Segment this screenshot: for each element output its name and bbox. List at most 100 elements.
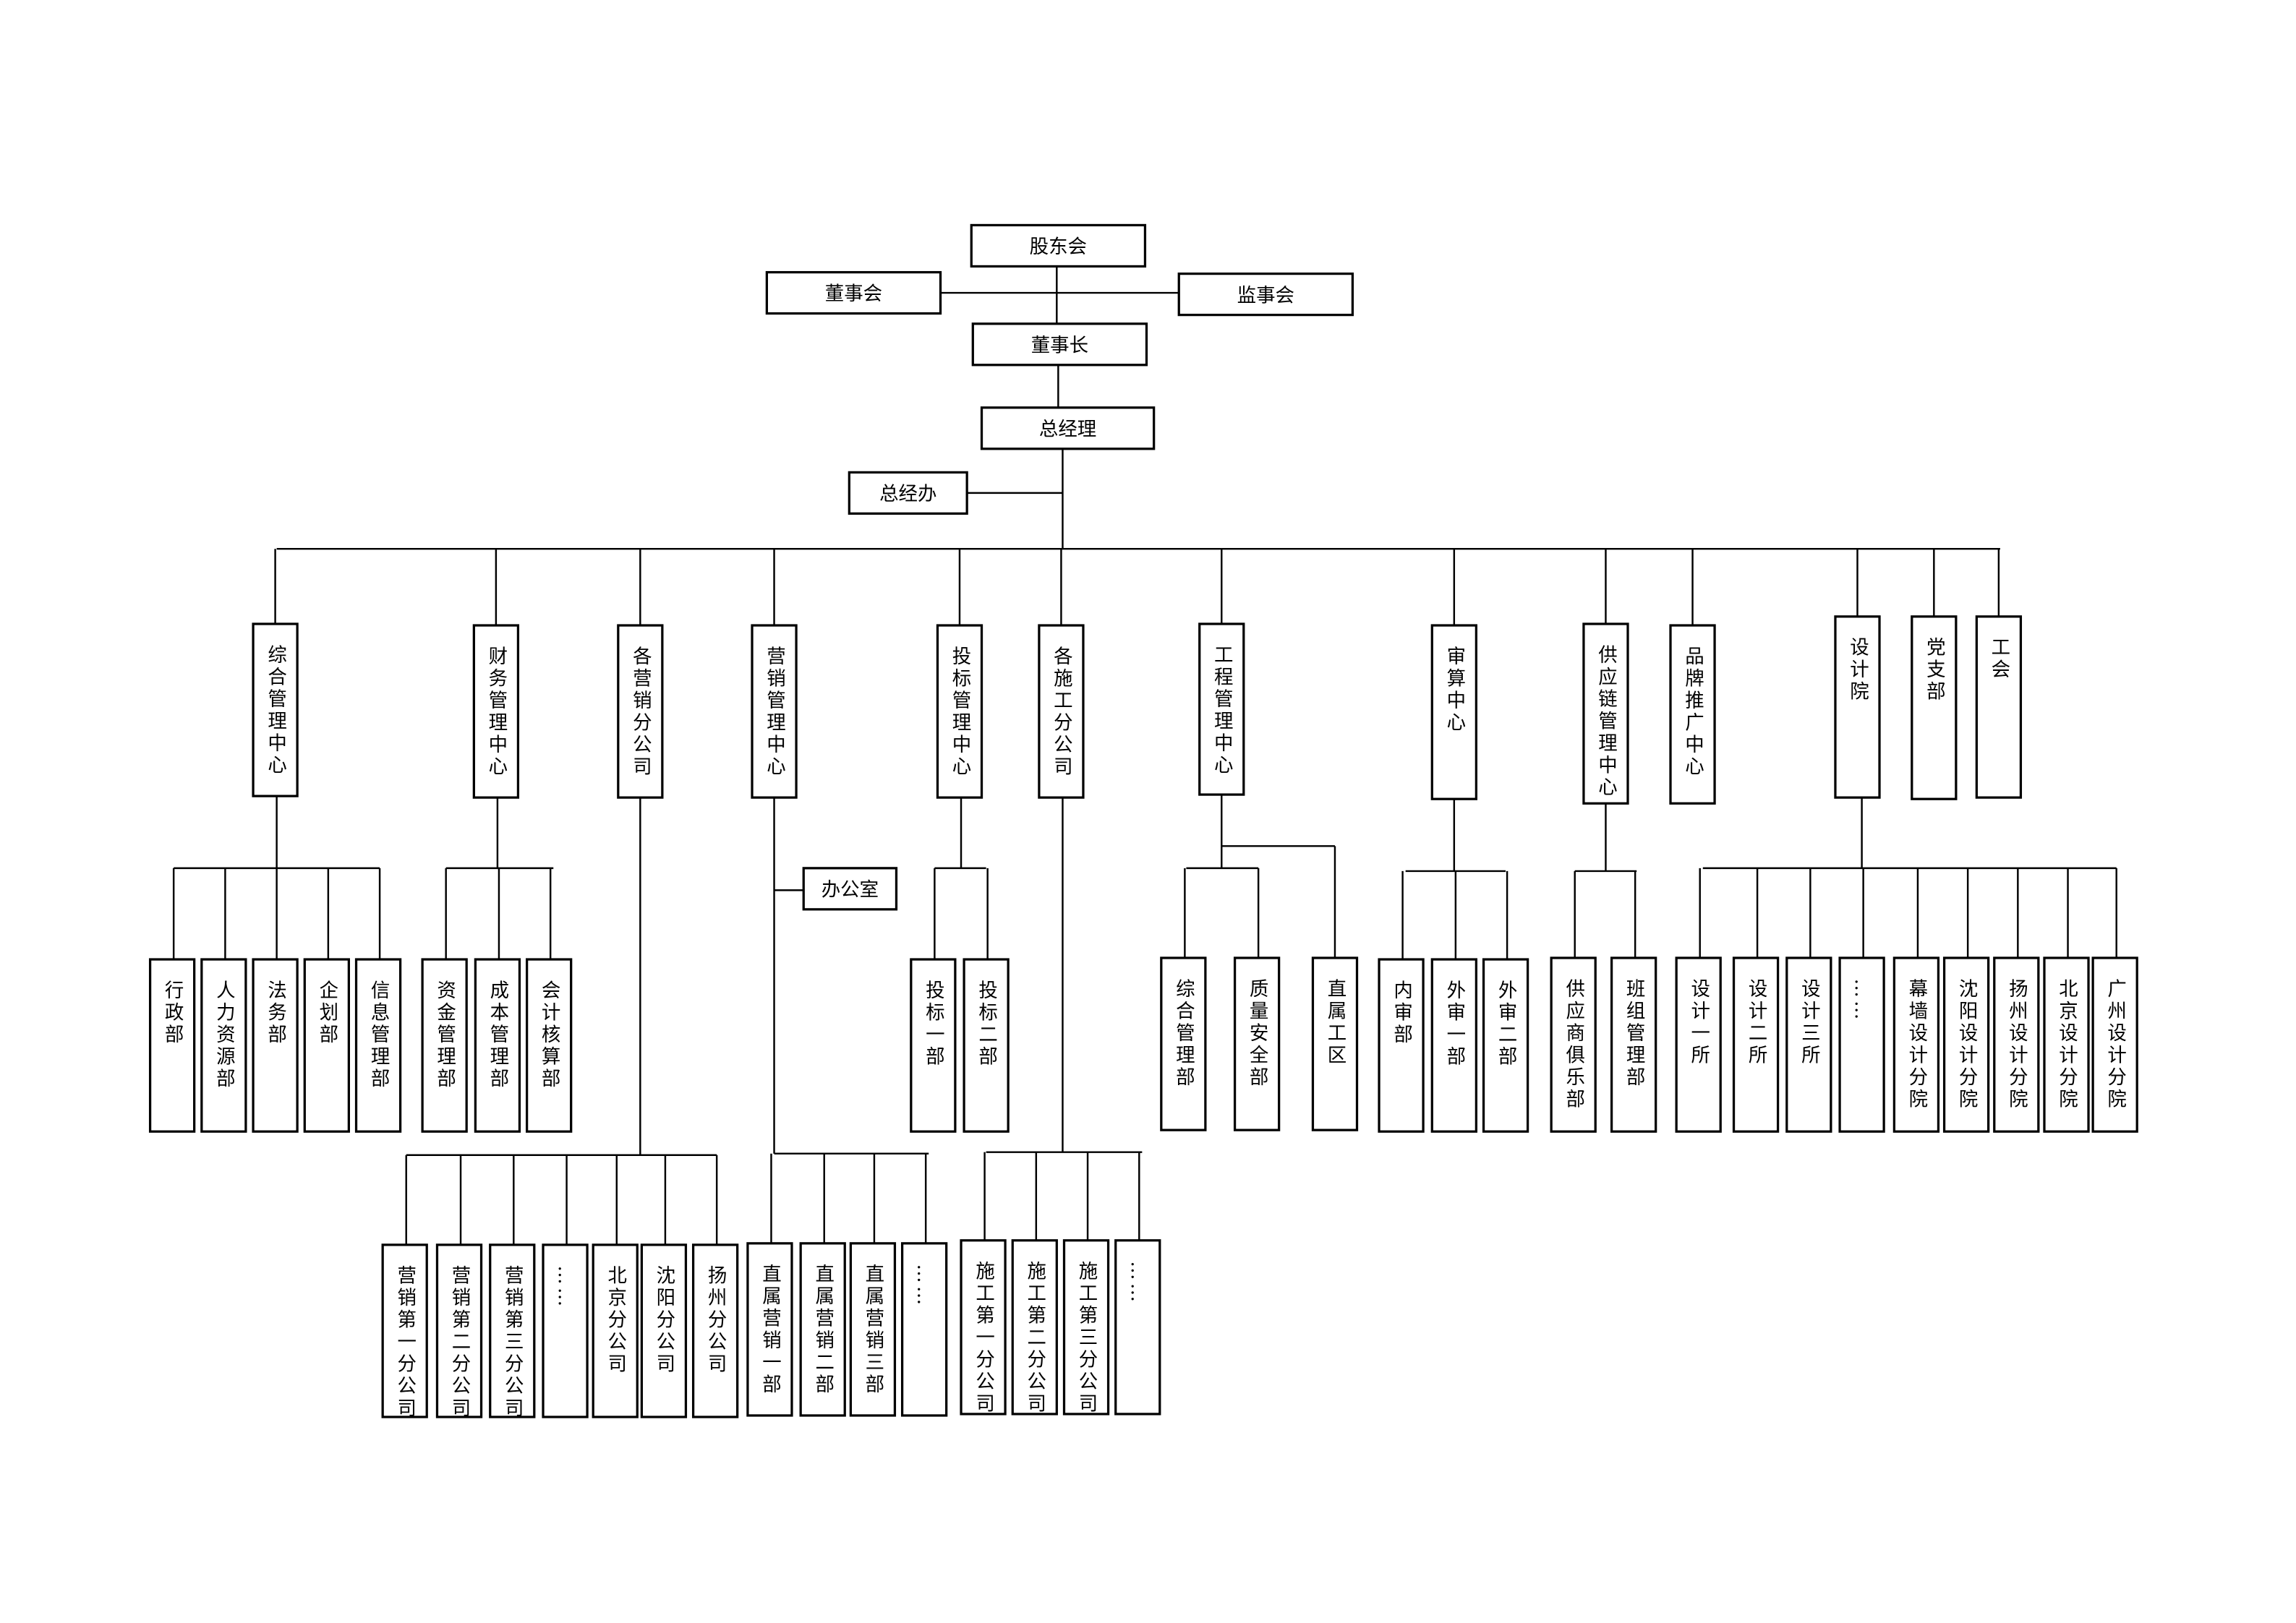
department-6-child-1[interactable]: 质量安全部	[1233, 956, 1281, 1131]
department-1-child-2[interactable]: 会计核算部	[525, 958, 573, 1133]
department-2[interactable]: 各营销分公司	[617, 624, 664, 799]
department-3-child-1-label: 直属营销二部	[811, 1264, 834, 1396]
department-0-child-3-box	[303, 958, 350, 1133]
department-1-child-1[interactable]: 成本管理部	[474, 958, 521, 1133]
department-10-child-3-box	[1838, 956, 1885, 1133]
department-10-child-6[interactable]: 扬州设计分院	[1993, 956, 2040, 1133]
department-1-child-1-box	[474, 958, 521, 1133]
department-2-child-4[interactable]: 北京分公司	[592, 1243, 639, 1418]
department-11-box	[1911, 615, 1958, 800]
department-6-child-0-label: 综合管理部	[1172, 979, 1195, 1089]
department-4-child-1[interactable]: 投标二部	[963, 958, 1010, 1133]
department-1-child-0[interactable]: 资金管理部	[421, 958, 468, 1133]
department-2-child-2-label: 营销第三分公司	[501, 1265, 524, 1420]
department-5-child-0-box	[960, 1239, 1007, 1416]
general-manager[interactable]: 总经理	[980, 406, 1156, 450]
department-7[interactable]: 审算中心	[1430, 624, 1477, 800]
department-3-child-2[interactable]: 直属营销三部	[849, 1242, 897, 1417]
department-2-child-6-box	[691, 1243, 739, 1418]
department-0-child-4[interactable]: 信息管理部	[354, 958, 402, 1133]
department-8[interactable]: 供应链管理中心	[1582, 622, 1629, 805]
department-1-child-2-label: 会计核算部	[538, 980, 560, 1091]
department-2-child-2-box	[489, 1243, 536, 1418]
department-12[interactable]: 工会	[1975, 615, 2023, 799]
department-2-child-2[interactable]: 营销第三分公司	[489, 1243, 536, 1420]
department-6[interactable]: 工程管理中心	[1198, 622, 1245, 796]
shareholders-meeting-label: 股东会	[1030, 236, 1087, 258]
board-of-directors[interactable]: 董事会	[765, 270, 942, 315]
marketing-office-box	[802, 867, 898, 911]
gm-office-label: 总经办	[879, 483, 936, 505]
department-6-child-2[interactable]: 直属工区	[1311, 956, 1359, 1131]
department-4-child-1-label: 投标二部	[975, 980, 997, 1069]
department-10-child-7[interactable]: 北京设计分院	[2043, 956, 2090, 1133]
department-10-child-5-box	[1942, 956, 1990, 1133]
department-0-child-2[interactable]: 法务部	[252, 958, 299, 1133]
department-2-child-5[interactable]: 沈阳分公司	[640, 1243, 688, 1418]
board-of-supervisors-label: 监事会	[1237, 284, 1294, 307]
department-2-box	[617, 624, 664, 799]
department-5-child-2-box	[1062, 1239, 1110, 1416]
department-5-child-3-label: ……	[1127, 1261, 1149, 1305]
department-10-child-0-label: 设计一所	[1687, 979, 1710, 1067]
connector-lines	[172, 266, 2117, 1245]
department-2-child-1[interactable]: 营销第二分公司	[435, 1243, 483, 1420]
department-5-box	[1038, 624, 1085, 799]
department-3-child-3[interactable]: ……	[900, 1242, 948, 1417]
department-2-child-3-box	[542, 1243, 589, 1418]
department-10-child-5[interactable]: 沈阳设计分院	[1942, 956, 1990, 1133]
department-7-label: 审算中心	[1443, 646, 1465, 735]
department-10-child-6-label: 扬州设计分院	[2005, 979, 2028, 1111]
department-2-child-4-box	[592, 1243, 639, 1418]
marketing-office[interactable]: 办公室	[802, 867, 898, 911]
department-1[interactable]: 财务管理中心	[472, 624, 520, 799]
department-6-child-1-label: 质量安全部	[1246, 979, 1268, 1089]
shareholders-meeting[interactable]: 股东会	[970, 223, 1147, 268]
department-0-child-3[interactable]: 企划部	[303, 958, 350, 1133]
department-5-child-0[interactable]: 施工第一分公司	[960, 1239, 1007, 1416]
board-of-supervisors[interactable]: 监事会	[1177, 272, 1354, 317]
department-3[interactable]: 营销管理中心	[751, 624, 798, 799]
department-5[interactable]: 各施工分公司	[1038, 624, 1085, 799]
general-manager-label: 总经理	[1039, 418, 1096, 440]
department-7-child-2[interactable]: 外审二部	[1482, 958, 1529, 1133]
department-6-child-0[interactable]: 综合管理部	[1160, 956, 1207, 1131]
department-4-child-0[interactable]: 投标一部	[910, 958, 957, 1133]
department-8-child-0[interactable]: 供应商俱乐部	[1550, 956, 1597, 1133]
department-10-child-0[interactable]: 设计一所	[1675, 956, 1722, 1133]
department-7-child-0[interactable]: 内审部	[1378, 958, 1425, 1133]
department-8-child-1-label: 班组管理部	[1623, 979, 1645, 1089]
department-0-child-0[interactable]: 行政部	[148, 958, 196, 1133]
department-6-child-2-box	[1311, 956, 1359, 1131]
department-8-child-0-box	[1550, 956, 1597, 1133]
department-10[interactable]: 设计院	[1834, 615, 1881, 799]
chairman-label: 董事长	[1031, 334, 1088, 356]
department-5-child-1[interactable]: 施工第二分公司	[1011, 1239, 1058, 1416]
department-7-child-0-label: 内审部	[1390, 980, 1412, 1047]
department-4[interactable]: 投标管理中心	[936, 624, 983, 799]
department-10-child-2[interactable]: 设计三所	[1785, 956, 1832, 1133]
chairman[interactable]: 董事长	[971, 322, 1148, 367]
department-5-child-2[interactable]: 施工第三分公司	[1062, 1239, 1110, 1416]
department-0-child-1[interactable]: 人力资源部	[200, 958, 247, 1133]
department-10-child-1[interactable]: 设计二所	[1732, 956, 1780, 1133]
department-10-child-4[interactable]: 幕墙设计分院	[1892, 956, 1940, 1133]
department-5-child-3[interactable]: ……	[1114, 1239, 1161, 1416]
department-8-child-1[interactable]: 班组管理部	[1610, 956, 1657, 1133]
department-7-child-1[interactable]: 外审一部	[1430, 958, 1477, 1133]
department-2-child-6[interactable]: 扬州分公司	[691, 1243, 739, 1418]
department-10-child-3[interactable]: ……	[1838, 956, 1885, 1133]
department-2-child-3[interactable]: ……	[542, 1243, 589, 1418]
department-3-child-0[interactable]: 直属营销一部	[746, 1242, 793, 1417]
department-11[interactable]: 党支部	[1911, 615, 1958, 800]
department-0-child-2-label: 法务部	[264, 980, 286, 1047]
department-3-child-1[interactable]: 直属营销二部	[799, 1242, 846, 1417]
department-2-child-0[interactable]: 营销第一分公司	[381, 1243, 428, 1420]
department-9[interactable]: 品牌推广中心	[1669, 624, 1716, 805]
department-10-child-8[interactable]: 广州设计分院	[2091, 956, 2138, 1133]
department-10-label: 设计院	[1846, 637, 1869, 703]
department-10-child-4-label: 幕墙设计分院	[1905, 979, 1927, 1111]
department-0[interactable]: 综合管理中心	[252, 622, 299, 797]
gm-office[interactable]: 总经办	[848, 471, 968, 515]
